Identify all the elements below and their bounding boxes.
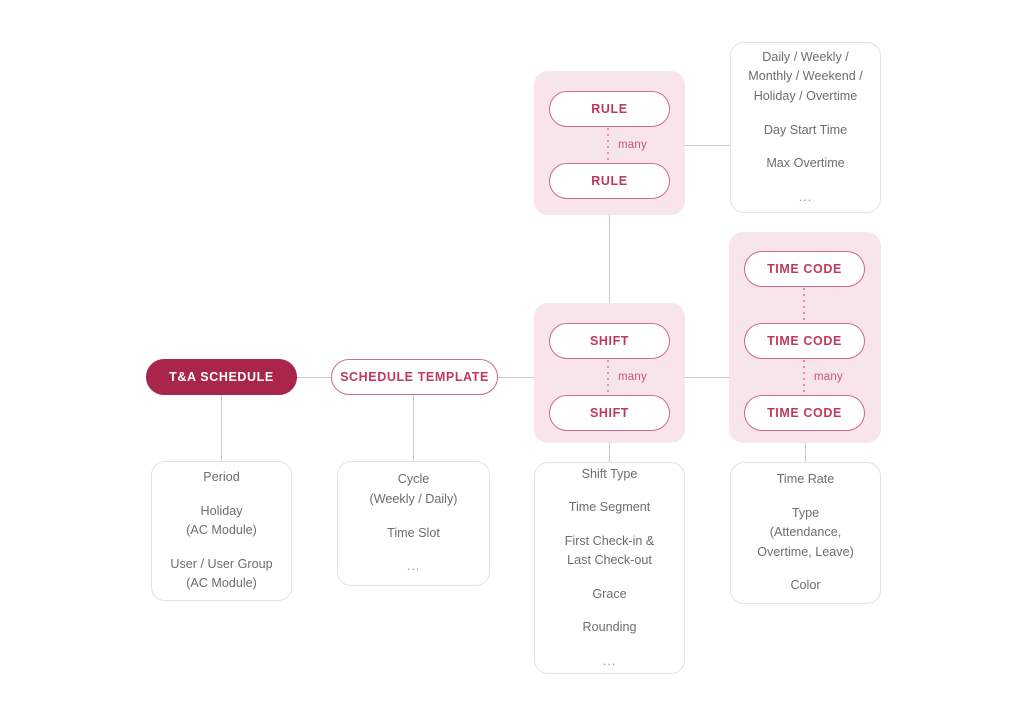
connector-ta-to-details — [221, 394, 222, 461]
node-shift-1[interactable]: SHIFT — [549, 323, 670, 359]
relation-timecode-many: many — [803, 359, 843, 395]
node-shift-2[interactable]: SHIFT — [549, 395, 670, 431]
relation-dotted-line — [803, 288, 805, 322]
relation-shift-many-label: many — [618, 371, 647, 383]
connector-template-to-details — [413, 394, 414, 461]
node-rule-2[interactable]: RULE — [549, 163, 670, 199]
node-rule-1[interactable]: RULE — [549, 91, 670, 127]
node-time-code-2-label: TIME CODE — [767, 334, 842, 348]
card-rule-details: Daily / Weekly / Monthly / Weekend / Hol… — [730, 42, 881, 213]
connector-timecode-to-details — [805, 443, 806, 462]
card-group: Color — [790, 578, 821, 593]
relation-timecode-many-label: many — [814, 371, 843, 383]
card-group: Period — [203, 470, 240, 485]
card-group: Time Slot — [387, 525, 440, 540]
card-group: Holiday (AC Module) — [186, 503, 257, 538]
card-group: Cycle (Weekly / Daily) — [369, 472, 458, 506]
card-time-code-details: Time Rate Type (Attendance, Overtime, Le… — [730, 462, 881, 604]
card-group: User / User Group (AC Module) — [170, 556, 273, 591]
node-time-code-1[interactable]: TIME CODE — [744, 251, 865, 287]
card-group: Rounding — [582, 620, 637, 635]
node-schedule-template-label: SCHEDULE TEMPLATE — [340, 370, 489, 384]
node-shift-1-label: SHIFT — [589, 334, 630, 348]
node-shift-2-label: SHIFT — [589, 406, 630, 420]
card-group: ... — [798, 189, 813, 204]
node-rule-1-label: RULE — [591, 102, 628, 116]
node-time-code-2[interactable]: TIME CODE — [744, 323, 865, 359]
card-group: Time Rate — [776, 472, 835, 487]
relation-rule-many-label: many — [618, 139, 647, 151]
card-group: Grace — [592, 586, 627, 601]
connector-template-to-rule — [609, 214, 610, 311]
node-time-code-1-label: TIME CODE — [767, 262, 842, 276]
card-schedule-template-details: Cycle (Weekly / Daily) Time Slot ... — [337, 461, 490, 586]
connector-template-to-shift — [497, 377, 535, 378]
connector-ta-to-template — [296, 377, 332, 378]
card-group: ... — [406, 559, 421, 574]
card-group: Daily / Weekly / Monthly / Weekend / Hol… — [748, 49, 863, 103]
card-shift-details: Shift Type Time Segment First Check-in &… — [534, 462, 685, 674]
relation-shift-many: many — [607, 359, 647, 395]
card-group: First Check-in & Last Check-out — [564, 533, 655, 568]
node-schedule-template[interactable]: SCHEDULE TEMPLATE — [331, 359, 498, 395]
card-ta-schedule-details: Period Holiday (AC Module) User / User G… — [151, 461, 292, 601]
relation-rule-many: many — [607, 127, 647, 163]
card-group: ... — [602, 653, 617, 668]
connector-rule-to-details — [684, 145, 730, 146]
connector-shift-to-details — [609, 443, 610, 462]
node-time-code-3[interactable]: TIME CODE — [744, 395, 865, 431]
node-rule-2-label: RULE — [591, 174, 628, 188]
relation-dotted-line — [803, 360, 805, 394]
card-group: Type (Attendance, Overtime, Leave) — [757, 505, 854, 559]
relation-dotted-line — [607, 360, 609, 394]
relation-dotted-line — [607, 128, 609, 162]
card-group: Time Segment — [568, 500, 651, 515]
node-ta-schedule[interactable]: T&A SCHEDULE — [146, 359, 297, 395]
card-group: Max Overtime — [766, 156, 845, 171]
relation-timecode-top-dots — [803, 287, 805, 323]
node-ta-schedule-label: T&A SCHEDULE — [169, 370, 274, 384]
connector-shift-to-timecode — [684, 377, 729, 378]
card-group: Day Start Time — [763, 122, 848, 137]
node-time-code-3-label: TIME CODE — [767, 406, 842, 420]
card-group: Shift Type — [581, 466, 638, 481]
